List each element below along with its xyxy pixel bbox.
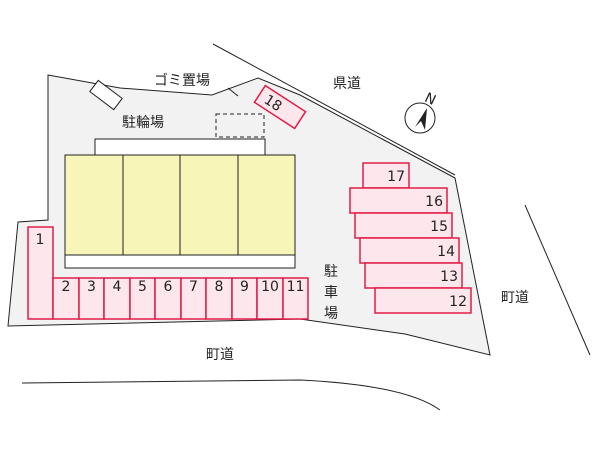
parking-space-number: 6 [164,279,173,295]
parking-space-outline [359,237,460,264]
building-corridor [64,254,296,269]
parking-space-number: 14 [437,244,455,260]
parking-space-outline [231,277,258,320]
parking-space-number: 1 [36,232,45,248]
parking-space: 17 [362,162,410,189]
prefectural-road-edge [212,43,456,176]
parking-space: 10 [256,277,284,320]
parking-space-outline [154,277,182,320]
parking-space: 3 [78,277,105,320]
parking-space: 11 [282,277,309,320]
parking-space-outline [374,287,472,314]
parking-space: 2 [52,277,80,320]
town-road-bottom-edge [21,379,441,411]
parking-space-number: 4 [113,279,122,295]
parking-space: 6 [154,277,182,320]
parking-space-number: 9 [240,279,249,295]
parking-space-outline [27,226,54,320]
parking-space-outline [256,277,284,320]
parking-space-outline [78,277,105,320]
parking-space-number: 15 [430,219,448,235]
parking-space: 12 [374,287,472,314]
garbage-area-label: ゴミ置場 [154,73,210,89]
parking-space-number: 2 [62,279,71,295]
parking-space: 7 [180,277,207,320]
parking-space: 5 [129,277,156,320]
parking-space-outline [253,84,307,130]
parking-space-outline [103,277,131,320]
bicycle-parking-label: 駐輪場 [122,115,164,131]
town-road-right-label: 町道 [501,290,529,306]
parking-space-number: 17 [387,169,405,185]
parking-space-number: 10 [261,279,279,295]
parking-space-number: 7 [189,279,198,295]
parking-space: 18 [253,84,307,130]
parking-space-number: 11 [287,279,305,295]
parking-space-number: 12 [449,294,467,310]
parking-space-number: 3 [87,279,96,295]
garbage-pointer [227,87,239,97]
parking-space-outline [282,277,309,320]
town-road-bottom-label: 町道 [206,347,234,363]
parking-space-outline [180,277,207,320]
dashed-area [215,113,265,138]
parking-lot-label: 駐車場 [324,264,338,322]
parking-space-outline [349,187,448,214]
building-roof-strip [94,138,266,156]
parking-space: 1 [27,226,54,320]
parking-space: 14 [359,237,460,264]
parking-space-outline [205,277,233,320]
parking-space-number: 16 [425,194,443,210]
parking-space-number: 13 [440,269,458,285]
parking-space: 16 [349,187,448,214]
parking-space: 9 [231,277,258,320]
parking-space: 13 [364,262,463,289]
town-road-right-edge [524,204,591,356]
parking-space-outline [354,212,453,239]
parking-space: 4 [103,277,131,320]
parking-space-number: 8 [215,279,224,295]
parking-space: 15 [354,212,453,239]
north-arrow-icon [404,102,436,134]
parking-space-outline [52,277,80,320]
parking-space: 8 [205,277,233,320]
prefectural-road-label: 県道 [333,76,361,92]
bicycle-shed [89,79,123,111]
parking-space-number: 5 [138,279,147,295]
